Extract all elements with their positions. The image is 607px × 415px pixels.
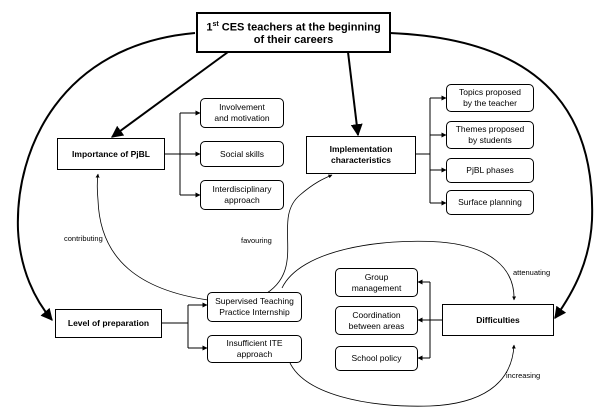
node-insufficient-ite: Insufficient ITE approach [207,335,302,363]
node-pjbl-phases: PjBL phases [446,158,534,183]
label-favouring: favouring [241,236,272,245]
node-interdisciplinary-approach: Interdisciplinary approach [200,180,284,210]
title-line2: of their careers [253,34,334,47]
arc-to-preparation [16,32,196,321]
diagram-title: 1st CES teachers at the beginning of the… [196,12,391,53]
curve-attenuating [281,240,517,301]
node-group-management: Group management [335,268,418,297]
label-attenuating: attenuating [513,268,551,277]
node-social-skills: Social skills [200,141,284,167]
arc-to-difficulties [389,32,594,319]
node-school-policy: School policy [335,346,418,371]
node-difficulties: Difficulties [442,304,554,336]
arrow-title-importance [111,51,229,138]
label-increasing: increasing [506,371,541,380]
node-implementation-characteristics: Implementation characteristics [306,136,416,174]
label-contributing: contributing [64,234,103,243]
node-themes-by-students: Themes proposed by students [446,121,534,149]
node-importance-of-pjbl: Importance of PjBL [57,138,165,170]
node-topics-by-teacher: Topics proposed by the teacher [446,84,534,112]
title-line1: CES teachers at the beginning [218,21,381,34]
title-prefix: 1 [206,21,213,34]
node-involvement-motivation: Involvement and motivation [200,98,284,128]
curve-favouring [261,174,333,297]
curve-increasing [287,344,516,407]
node-surface-planning: Surface planning [446,190,534,215]
node-level-of-preparation: Level of preparation [55,309,162,338]
curve-contributing [95,173,209,301]
node-coordination-areas: Coordination between areas [335,306,418,335]
node-supervised-teaching: Supervised Teaching Practice Internship [207,292,302,322]
arrow-title-implementation [347,51,363,137]
title-superscript: st [212,20,219,28]
